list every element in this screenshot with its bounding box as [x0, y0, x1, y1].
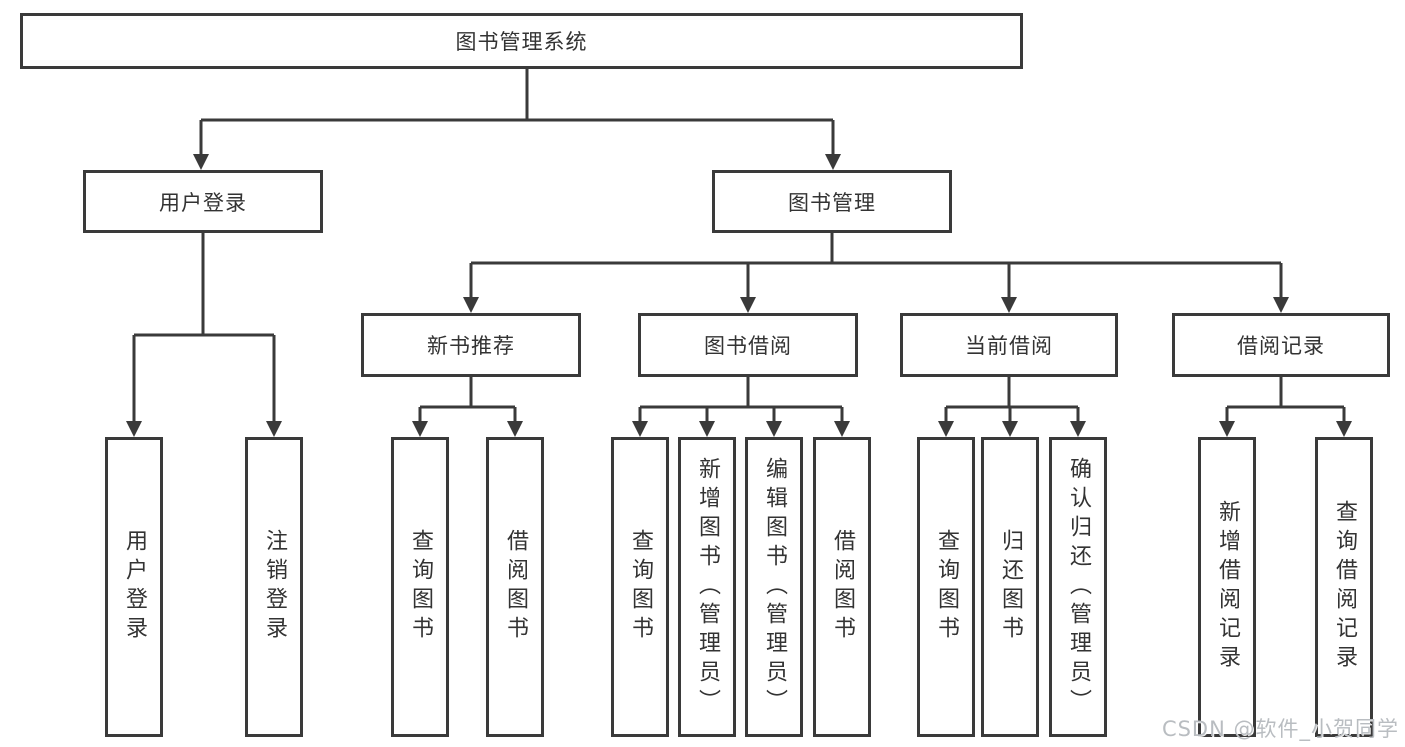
node-borrow-records: 借阅记录 — [1172, 313, 1390, 377]
leaf-label: 编辑图书（管理员） — [762, 456, 787, 718]
leaf-label: 新增图书（管理员） — [695, 456, 720, 718]
arrowhead — [126, 421, 142, 437]
node-label: 新书推荐 — [427, 334, 515, 358]
leaf-logout: 注销登录 — [245, 437, 303, 737]
arrowhead — [412, 421, 428, 437]
node-root-system: 图书管理系统 — [20, 13, 1023, 69]
arrowhead — [1336, 421, 1352, 437]
arrowhead — [1219, 421, 1235, 437]
node-label: 图书借阅 — [704, 334, 792, 358]
arrowhead — [193, 154, 209, 170]
leaf-label: 查询借阅记录 — [1332, 500, 1357, 674]
leaf-user-login: 用户登录 — [105, 437, 163, 737]
node-current-borrow: 当前借阅 — [900, 313, 1118, 377]
leaf-add-borrow-record: 新增借阅记录 — [1198, 437, 1256, 737]
node-label: 用户登录 — [159, 190, 247, 215]
arrowhead — [938, 421, 954, 437]
leaf-return-books: 归还图书 — [981, 437, 1039, 737]
leaf-query-books-current: 查询图书 — [917, 437, 975, 737]
node-label: 图书管理 — [788, 190, 876, 215]
leaf-query-books-recommend: 查询图书 — [391, 437, 449, 737]
arrowhead — [463, 297, 479, 313]
leaf-add-books-admin: 新增图书（管理员） — [678, 437, 736, 737]
leaf-borrow-books: 借阅图书 — [813, 437, 871, 737]
node-new-book-recommend: 新书推荐 — [361, 313, 581, 377]
leaf-label: 查询图书 — [628, 529, 653, 645]
leaf-query-books-borrow: 查询图书 — [611, 437, 669, 737]
arrowhead — [1002, 421, 1018, 437]
leaf-label: 查询图书 — [408, 529, 433, 645]
arrowhead — [507, 421, 523, 437]
arrowhead — [740, 297, 756, 313]
leaf-query-borrow-record: 查询借阅记录 — [1315, 437, 1373, 737]
arrowhead — [699, 421, 715, 437]
leaf-borrow-books-recommend: 借阅图书 — [486, 437, 544, 737]
node-label: 当前借阅 — [965, 334, 1053, 358]
node-user-login: 用户登录 — [83, 170, 323, 233]
leaf-label: 借阅图书 — [830, 529, 855, 645]
arrowhead — [766, 421, 782, 437]
leaf-label: 借阅图书 — [503, 529, 528, 645]
node-book-management: 图书管理 — [712, 170, 952, 233]
leaf-label: 查询图书 — [934, 529, 959, 645]
leaf-label: 用户登录 — [122, 529, 147, 645]
leaf-label: 确认归还（管理员） — [1066, 456, 1091, 718]
arrowhead — [1070, 421, 1086, 437]
node-book-borrow: 图书借阅 — [638, 313, 858, 377]
arrowhead — [825, 154, 841, 170]
node-label: 借阅记录 — [1237, 334, 1325, 358]
arrowhead — [1273, 297, 1289, 313]
arrowhead — [632, 421, 648, 437]
leaf-edit-books-admin: 编辑图书（管理员） — [745, 437, 803, 737]
arrowhead — [834, 421, 850, 437]
leaf-label: 注销登录 — [262, 529, 287, 645]
node-label: 图书管理系统 — [455, 30, 588, 54]
leaf-label: 归还图书 — [998, 529, 1023, 645]
arrowhead — [1001, 297, 1017, 313]
leaf-confirm-return-admin: 确认归还（管理员） — [1049, 437, 1107, 737]
leaf-label: 新增借阅记录 — [1215, 500, 1240, 674]
arrowhead — [266, 421, 282, 437]
